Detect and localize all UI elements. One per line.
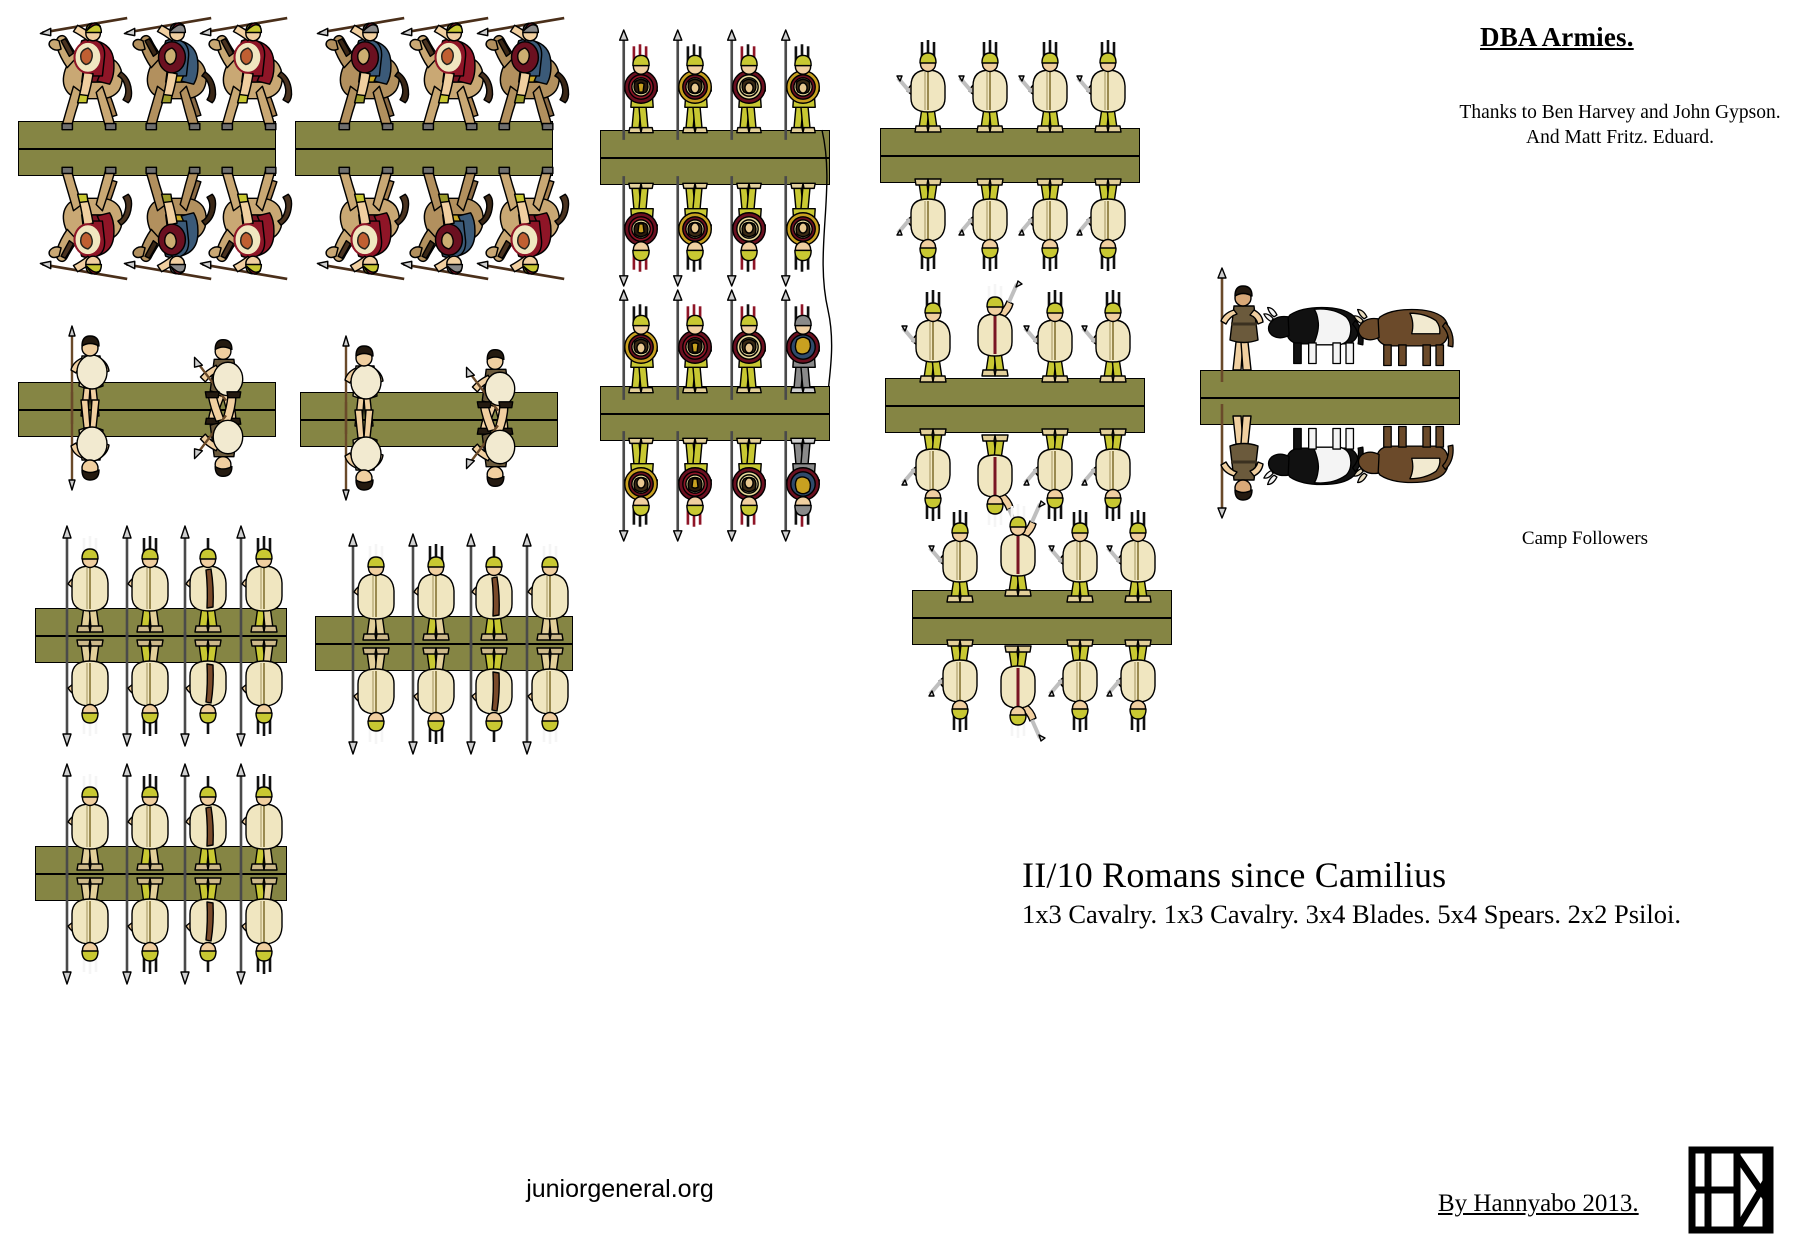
unit-group-spear-scutum-2[interactable] xyxy=(315,530,585,750)
unit-group-blades-1[interactable] xyxy=(880,18,1160,283)
figure-blade-mirror[interactable] xyxy=(894,161,964,281)
credits-thanks: Thanks to Ben Harvey and John Gypson. An… xyxy=(1459,102,1781,148)
unit-group-spear-scutum-1[interactable] xyxy=(35,522,305,742)
unit-group-spear-round-1[interactable] xyxy=(600,28,850,298)
figure-psiloi-mirror[interactable] xyxy=(458,390,538,508)
figure-spearman[interactable] xyxy=(770,288,834,410)
figure-cavalry[interactable] xyxy=(473,16,581,140)
figure-spearman-mirror[interactable] xyxy=(770,421,834,543)
figure-cavalry-mirror[interactable] xyxy=(473,157,581,281)
camp-followers-label: Camp Followers xyxy=(1521,528,1649,549)
figure-blade-mirror[interactable] xyxy=(1104,622,1174,742)
unit-group-spear-scutum-3[interactable] xyxy=(35,760,305,980)
figure-blade[interactable] xyxy=(899,280,969,400)
army-composition: 1x3 Cavalry. 1x3 Cavalry. 3x4 Blades. 5x… xyxy=(1022,899,1681,929)
author-credit: By Hannyabo 2013. xyxy=(1438,1190,1639,1217)
army-title: II/10 Romans since Camilius xyxy=(1022,855,1447,895)
unit-group-spear-round-2[interactable] xyxy=(600,288,850,558)
figure-cow[interactable] xyxy=(1352,286,1464,374)
unit-group-psiloi-2[interactable] xyxy=(300,322,575,512)
figure-spearman-scutum-mirror[interactable] xyxy=(231,620,301,750)
figure-blade[interactable] xyxy=(984,494,1054,614)
figure-blade-mirror[interactable] xyxy=(984,628,1054,748)
figure-blade[interactable] xyxy=(894,30,964,150)
figure-psiloi-mirror[interactable] xyxy=(186,380,266,498)
figure-blade[interactable] xyxy=(1074,30,1144,150)
unit-group-psiloi-1[interactable] xyxy=(18,312,293,502)
figure-blade-mirror[interactable] xyxy=(1074,161,1144,281)
base-strip xyxy=(885,378,1145,433)
hannyabo-monogram-logo xyxy=(1688,1146,1774,1234)
figure-spearman-scutum-mirror[interactable] xyxy=(231,858,301,988)
base-strip xyxy=(600,386,830,441)
figure-psiloi-mirror[interactable] xyxy=(330,394,400,514)
page-title: DBA Armies. xyxy=(1480,22,1634,52)
unit-group-camp-followers[interactable] xyxy=(1200,262,1500,482)
base-strip xyxy=(300,392,558,447)
unit-group-blades-3[interactable] xyxy=(912,500,1192,765)
site-url: juniorgeneral.org xyxy=(526,1175,714,1203)
figure-blade[interactable] xyxy=(1079,280,1149,400)
base-strip xyxy=(880,128,1140,183)
unit-group-cavalry-2[interactable] xyxy=(295,10,570,285)
figure-cavalry[interactable] xyxy=(196,16,304,140)
figure-blade[interactable] xyxy=(1104,500,1174,620)
figure-cavalry-mirror[interactable] xyxy=(196,157,304,281)
figure-psiloi-mirror[interactable] xyxy=(56,384,126,504)
base-strip xyxy=(35,846,287,901)
base-strip xyxy=(600,130,830,185)
unit-group-blades-2[interactable] xyxy=(885,268,1165,533)
figure-spearman-scutum-mirror[interactable] xyxy=(517,628,587,758)
unit-group-cavalry-1[interactable] xyxy=(18,10,293,285)
figure-cow-mirror[interactable] xyxy=(1352,418,1464,506)
